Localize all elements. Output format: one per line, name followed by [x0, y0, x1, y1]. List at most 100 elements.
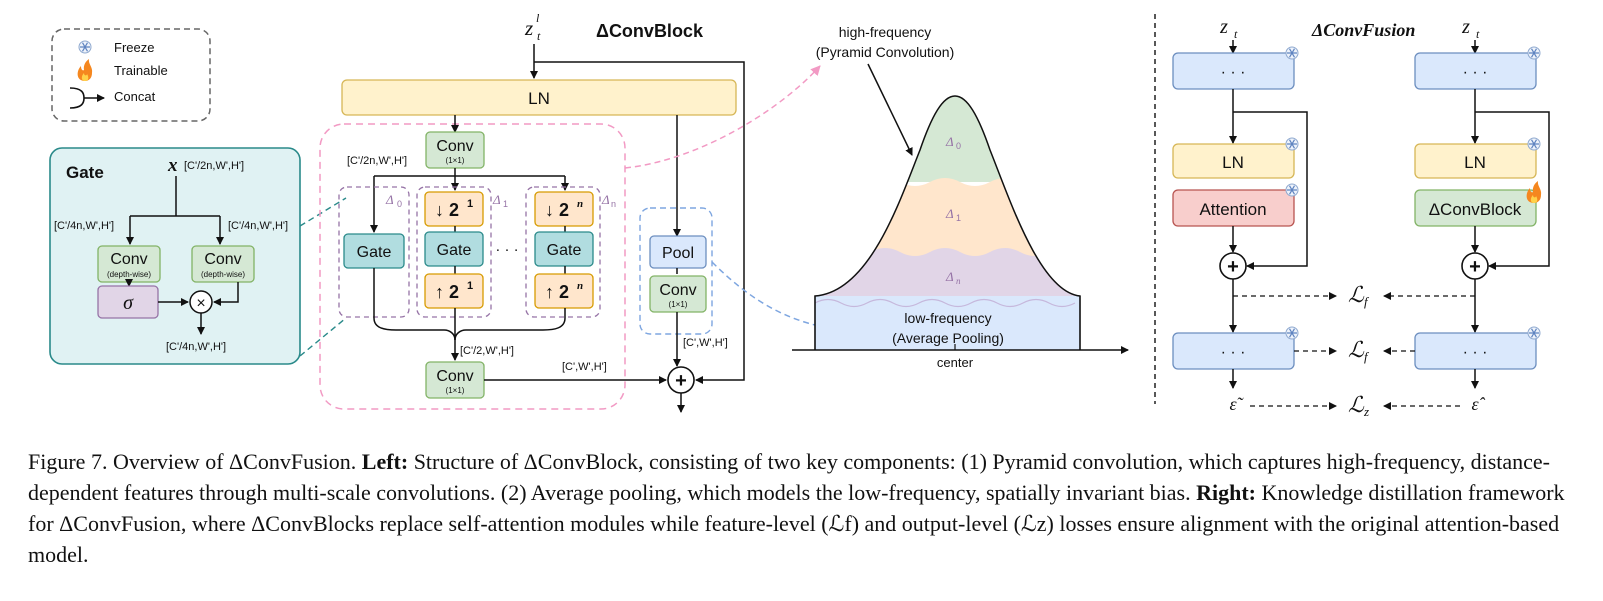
- fusion-left-input-sub: t: [1234, 27, 1238, 41]
- snowflake-icon: [1285, 326, 1299, 340]
- gaten-box: [534, 231, 594, 267]
- gate-right-dim: [C'/4n,W',H']: [228, 220, 288, 232]
- flame-icon: [77, 59, 93, 81]
- up1-box: [424, 273, 484, 309]
- block-add-symbol: +: [675, 370, 687, 392]
- conv-block-title: ΔConvBlock: [596, 21, 704, 41]
- snowflake-icon: [1285, 46, 1299, 60]
- block-input-sup: l: [536, 11, 540, 25]
- legend-concat: Concat: [114, 89, 156, 104]
- pool-region: [639, 207, 713, 335]
- upn-box: [534, 273, 594, 309]
- freq-d0-label: Δ: [945, 134, 954, 149]
- fusion-right-input-sub: t: [1476, 27, 1480, 41]
- gate-input-var: x: [167, 155, 178, 176]
- delta1-group: [416, 186, 492, 318]
- block-conv-top-label: Conv: [436, 138, 473, 155]
- pool-conv-label: Conv: [659, 282, 696, 299]
- snowflake-icon: [1527, 46, 1541, 60]
- legend-freeze: Freeze: [114, 40, 154, 55]
- fusion-right-top-dots: · · ·: [1463, 64, 1488, 81]
- loss-f1-sub: f: [1364, 294, 1370, 309]
- block-dim-out: [C',W',H']: [562, 361, 607, 373]
- pool-conv-box: [649, 275, 707, 313]
- snowflake-icon: [78, 40, 92, 54]
- up1-exp: 1: [467, 280, 473, 292]
- deltan-group: [525, 186, 601, 318]
- fusion-left-bottom-dots: · · ·: [1221, 344, 1246, 361]
- multiply-symbol: ×: [196, 295, 205, 312]
- snowflake-icon: [1527, 326, 1541, 340]
- block-conv-top-sub: (1×1): [446, 156, 465, 165]
- figure-diagram: Freeze Trainable Concat Gate x [C'/2n,W'…: [49, 11, 1550, 419]
- down1-exp: 1: [467, 198, 473, 210]
- caption-left-text: Structure of ΔConvBlock, consisting of t…: [28, 449, 1550, 505]
- gate-left-dim: [C'/4n,W',H']: [54, 220, 114, 232]
- block-dim-mid: [C'/2,W',H']: [460, 345, 514, 357]
- gate-conv-right-sub: (depth-wise): [201, 270, 245, 279]
- gate-conv-left-label: Conv: [110, 251, 147, 268]
- downn-exp: n: [577, 198, 583, 210]
- caption-right-text: Knowledge distillation framework for ΔCo…: [28, 480, 1565, 567]
- pool-label: Pool: [662, 245, 694, 262]
- gate1-box: [424, 231, 484, 267]
- low-freq-line1: low-frequency: [904, 310, 991, 326]
- fusion-eps-left: ε̃: [1229, 394, 1244, 414]
- block-input-var: z: [524, 16, 533, 40]
- legend-trainable: Trainable: [114, 63, 168, 78]
- center-label: center: [937, 355, 974, 370]
- bell-curve: [814, 95, 1081, 350]
- high-freq-line2: (Pyramid Convolution): [816, 44, 955, 60]
- down1-label: ↓ 2: [435, 200, 459, 220]
- upn-label: ↑ 2: [545, 282, 569, 302]
- fusion-right-add-symbol: +: [1469, 256, 1481, 278]
- gate-input-dim: [C'/2n,W',H']: [184, 160, 244, 172]
- downn-label: ↓ 2: [545, 200, 569, 220]
- fusion-left-ln-label: LN: [1222, 153, 1244, 172]
- fusion-title: ΔConvFusion: [1311, 20, 1415, 40]
- pool-conv-sub: (1×1): [669, 300, 688, 309]
- fusion-right-bottom-dots: · · ·: [1463, 344, 1488, 361]
- downn-box: [534, 191, 594, 227]
- gate-conv-right-label: Conv: [204, 251, 241, 268]
- gaten-label: Gate: [547, 242, 582, 259]
- loss-f1: ℒ: [1348, 282, 1365, 307]
- caption-label: Figure 7.: [28, 449, 108, 474]
- fusion-left-top-dots: · · ·: [1221, 64, 1246, 81]
- gate0-label: Gate: [357, 244, 392, 261]
- snowflake-icon: [1527, 137, 1541, 151]
- block-dim-pool: [C',W',H']: [683, 337, 728, 349]
- sigma-label: σ: [123, 292, 134, 314]
- flame-icon: [1526, 181, 1542, 203]
- fusion-conv-block-label: ΔConvBlock: [1429, 200, 1522, 219]
- down1-box: [424, 191, 484, 227]
- freq-d1-sub: 1: [956, 213, 961, 223]
- pool-box: [649, 235, 707, 269]
- gate-panel-title: Gate: [66, 163, 104, 182]
- loss-f2: ℒ: [1348, 337, 1365, 362]
- figure-caption: Figure 7. Overview of ΔConvFusion. Left:…: [28, 446, 1588, 570]
- caption-right-label: Right:: [1196, 480, 1257, 505]
- upn-exp: n: [577, 280, 583, 292]
- freq-dn-label: Δ: [945, 269, 954, 284]
- delta1-sub: 1: [503, 199, 508, 209]
- delta0-sub: 0: [397, 199, 402, 209]
- block-conv-bottom-sub: (1×1): [446, 386, 465, 395]
- freq-dn-sub: n: [956, 276, 961, 286]
- high-freq-line1: high-frequency: [839, 24, 932, 40]
- fusion-eps-right: ε̂: [1471, 394, 1485, 414]
- gate1-label: Gate: [437, 242, 472, 259]
- up1-label: ↑ 2: [435, 282, 459, 302]
- pyramid-region: [319, 123, 626, 410]
- freq-d1-label: Δ: [945, 206, 954, 221]
- fusion-right-input: z: [1461, 16, 1470, 38]
- block-conv-bottom-label: Conv: [436, 368, 473, 385]
- loss-f2-sub: f: [1364, 349, 1370, 364]
- delta0-label: Δ: [385, 192, 394, 207]
- delta1-label: Δ: [492, 192, 501, 207]
- deltan-label: Δ: [601, 192, 610, 207]
- gate-conv-right: [191, 245, 255, 283]
- fusion-right-ln-label: LN: [1464, 153, 1486, 172]
- block-input-sub: t: [537, 29, 541, 43]
- deltan-sub: n: [611, 199, 616, 209]
